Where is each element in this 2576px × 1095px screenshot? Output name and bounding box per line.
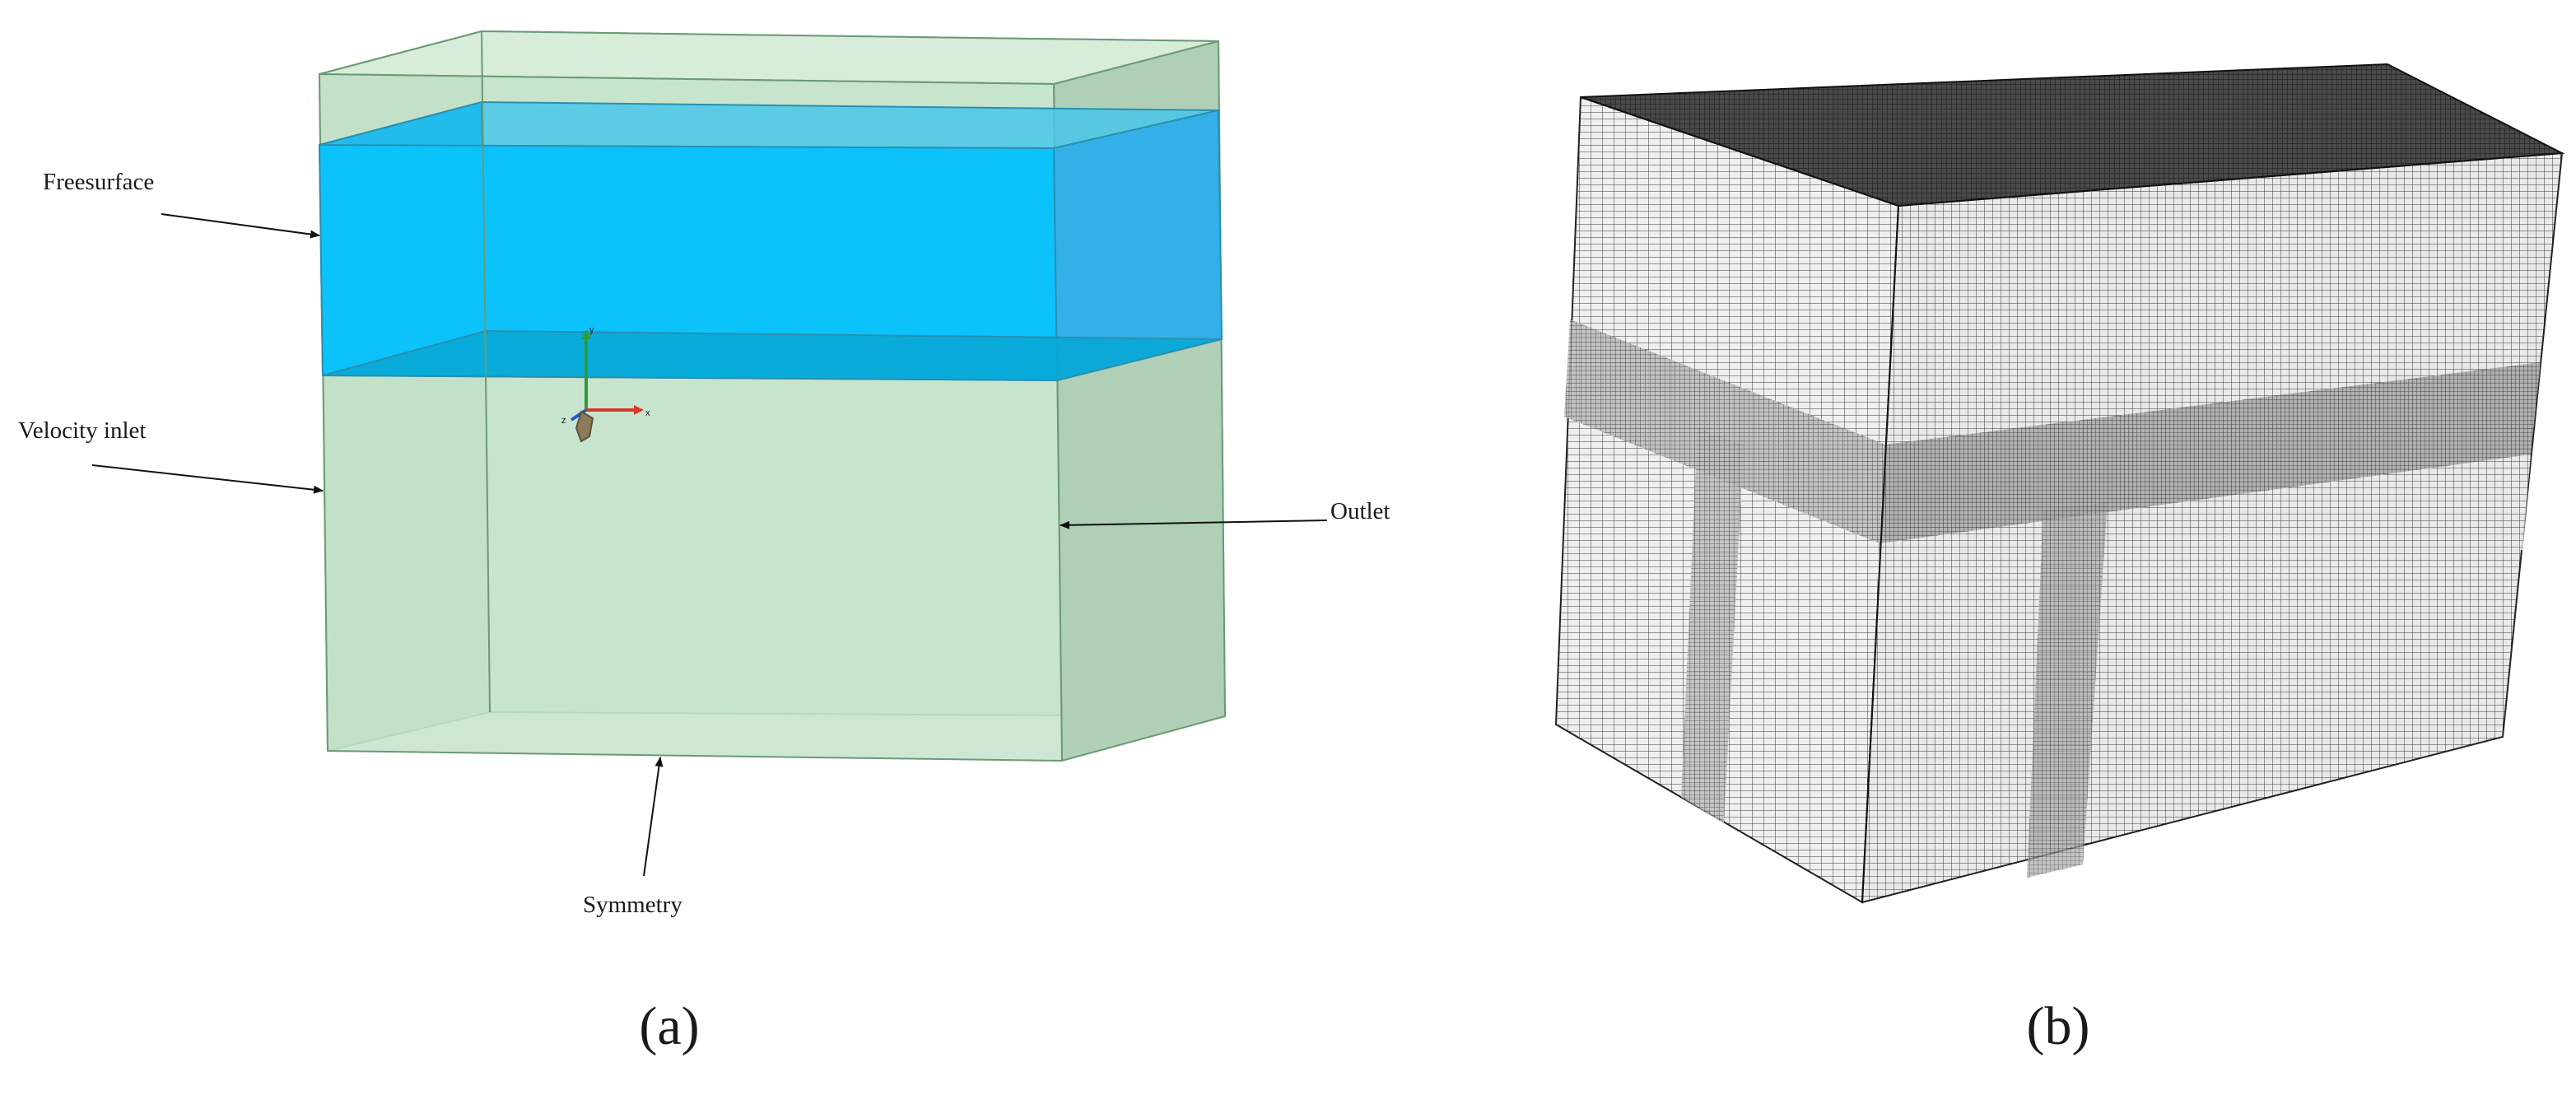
panel-b-label: (b) [2027, 996, 2090, 1056]
mesh-right-refinement-column [2027, 502, 2108, 878]
outlet-label: Outlet [1330, 498, 1390, 524]
freesurface-arrow [161, 213, 320, 239]
panel-b-mesh-view: (b) [1554, 63, 2565, 1056]
triad-origin-glyph [575, 410, 594, 443]
symmetry-label: Symmetry [583, 892, 682, 918]
panel-a-label: (a) [639, 996, 699, 1056]
triad-y-arrowhead [581, 329, 591, 339]
coordinate-triad: x y z [561, 325, 650, 443]
velocity-inlet-label: Velocity inlet [18, 417, 146, 444]
triad-x-letter: x [645, 408, 650, 418]
panel-a-domain-diagram: x y z Freesurface Velocity inlet Outlet … [18, 30, 1390, 1056]
mesh-left-refinement-band [1564, 319, 1885, 543]
triad-z-letter: z [561, 416, 566, 426]
water-bottom-plane [322, 329, 1223, 382]
mesh-right-refinement-lower [1875, 454, 2531, 609]
outlet-arrow [1060, 520, 1328, 529]
mesh-left-refinement-column [1681, 428, 1744, 823]
velocity-inlet-arrow [91, 464, 324, 494]
triad-x-arrowhead [634, 405, 644, 415]
triad-y-letter: y [589, 325, 594, 335]
triad-z-axis [570, 408, 588, 422]
freesurface-label: Freesurface [43, 169, 154, 195]
mesh-front-edge [1861, 205, 1899, 903]
symmetry-arrow [643, 757, 664, 877]
mesh-right-refinement-band [1880, 362, 2541, 543]
back-vertical-edge [481, 30, 491, 713]
